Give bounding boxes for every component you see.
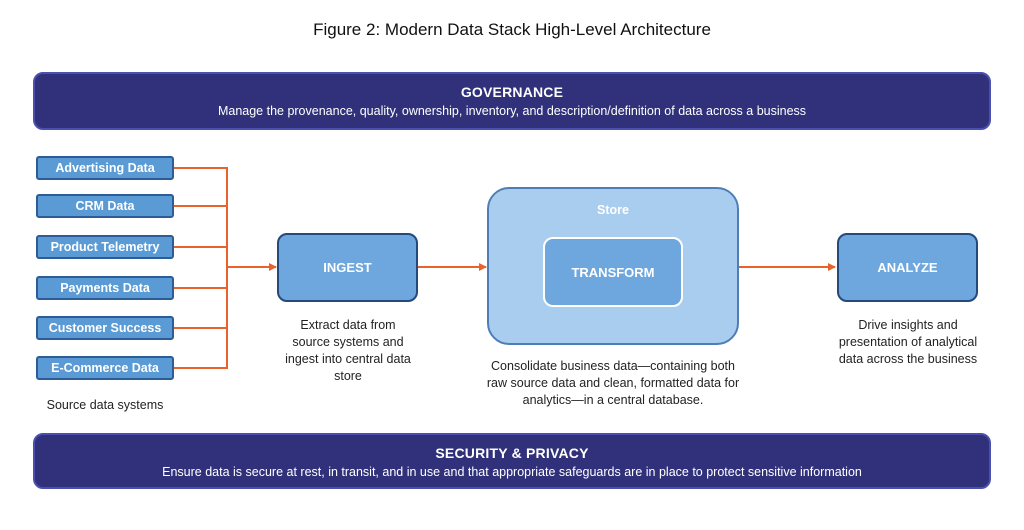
analyze-caption-line: data across the business xyxy=(838,352,978,366)
transform-box: TRANSFORM xyxy=(543,237,683,307)
source-customer-success: Customer Success xyxy=(36,316,174,340)
analyze-caption: Drive insights and presentation of analy… xyxy=(822,317,994,368)
security-title: SECURITY & PRIVACY xyxy=(435,445,589,461)
analyze-caption-line: presentation of analytical xyxy=(838,335,978,349)
ingest-caption: Extract data from source systems and ing… xyxy=(262,317,434,385)
figure-number: Figure 2: xyxy=(313,20,381,39)
figure-title: Figure 2: Modern Data Stack High-Level A… xyxy=(0,20,1024,40)
governance-title: GOVERNANCE xyxy=(460,84,564,100)
governance-description: Manage the provenance, quality, ownershi… xyxy=(217,104,807,118)
transform-label: TRANSFORM xyxy=(571,264,655,280)
store-caption: Consolidate business data—containing bot… xyxy=(458,358,768,409)
ingest-label: INGEST xyxy=(323,260,372,275)
security-band: SECURITY & PRIVACY Ensure data is secure… xyxy=(33,433,991,489)
governance-band: GOVERNANCE Manage the provenance, qualit… xyxy=(33,72,991,130)
store-caption-line: Consolidate business data—containing bot… xyxy=(491,359,735,373)
store-container: Store TRANSFORM xyxy=(487,187,739,345)
store-caption-line: raw source data and clean, formatted dat… xyxy=(486,376,740,390)
source-crm-data: CRM Data xyxy=(36,194,174,218)
ingest-caption-line: Extract data from xyxy=(300,318,396,332)
analyze-label: ANALYZE xyxy=(877,260,938,275)
ingest-caption-line: store xyxy=(334,369,362,383)
figure-title-text: Modern Data Stack High-Level Architectur… xyxy=(384,20,711,39)
security-description: Ensure data is secure at rest, in transi… xyxy=(162,465,862,479)
analyze-caption-line: Drive insights and xyxy=(858,318,958,332)
ingest-caption-line: source systems and xyxy=(292,335,404,349)
source-product-telemetry: Product Telemetry xyxy=(36,235,174,259)
source-e-commerce-data: E-Commerce Data xyxy=(36,356,174,380)
source-payments-data: Payments Data xyxy=(36,276,174,300)
ingest-box: INGEST xyxy=(277,233,418,302)
sources-caption: Source data systems xyxy=(46,398,164,412)
store-label: Store xyxy=(597,203,629,217)
store-caption-line: analytics—in a central database. xyxy=(522,393,704,407)
source-advertising-data: Advertising Data xyxy=(36,156,174,180)
analyze-box: ANALYZE xyxy=(837,233,978,302)
ingest-caption-line: ingest into central data xyxy=(285,352,411,366)
